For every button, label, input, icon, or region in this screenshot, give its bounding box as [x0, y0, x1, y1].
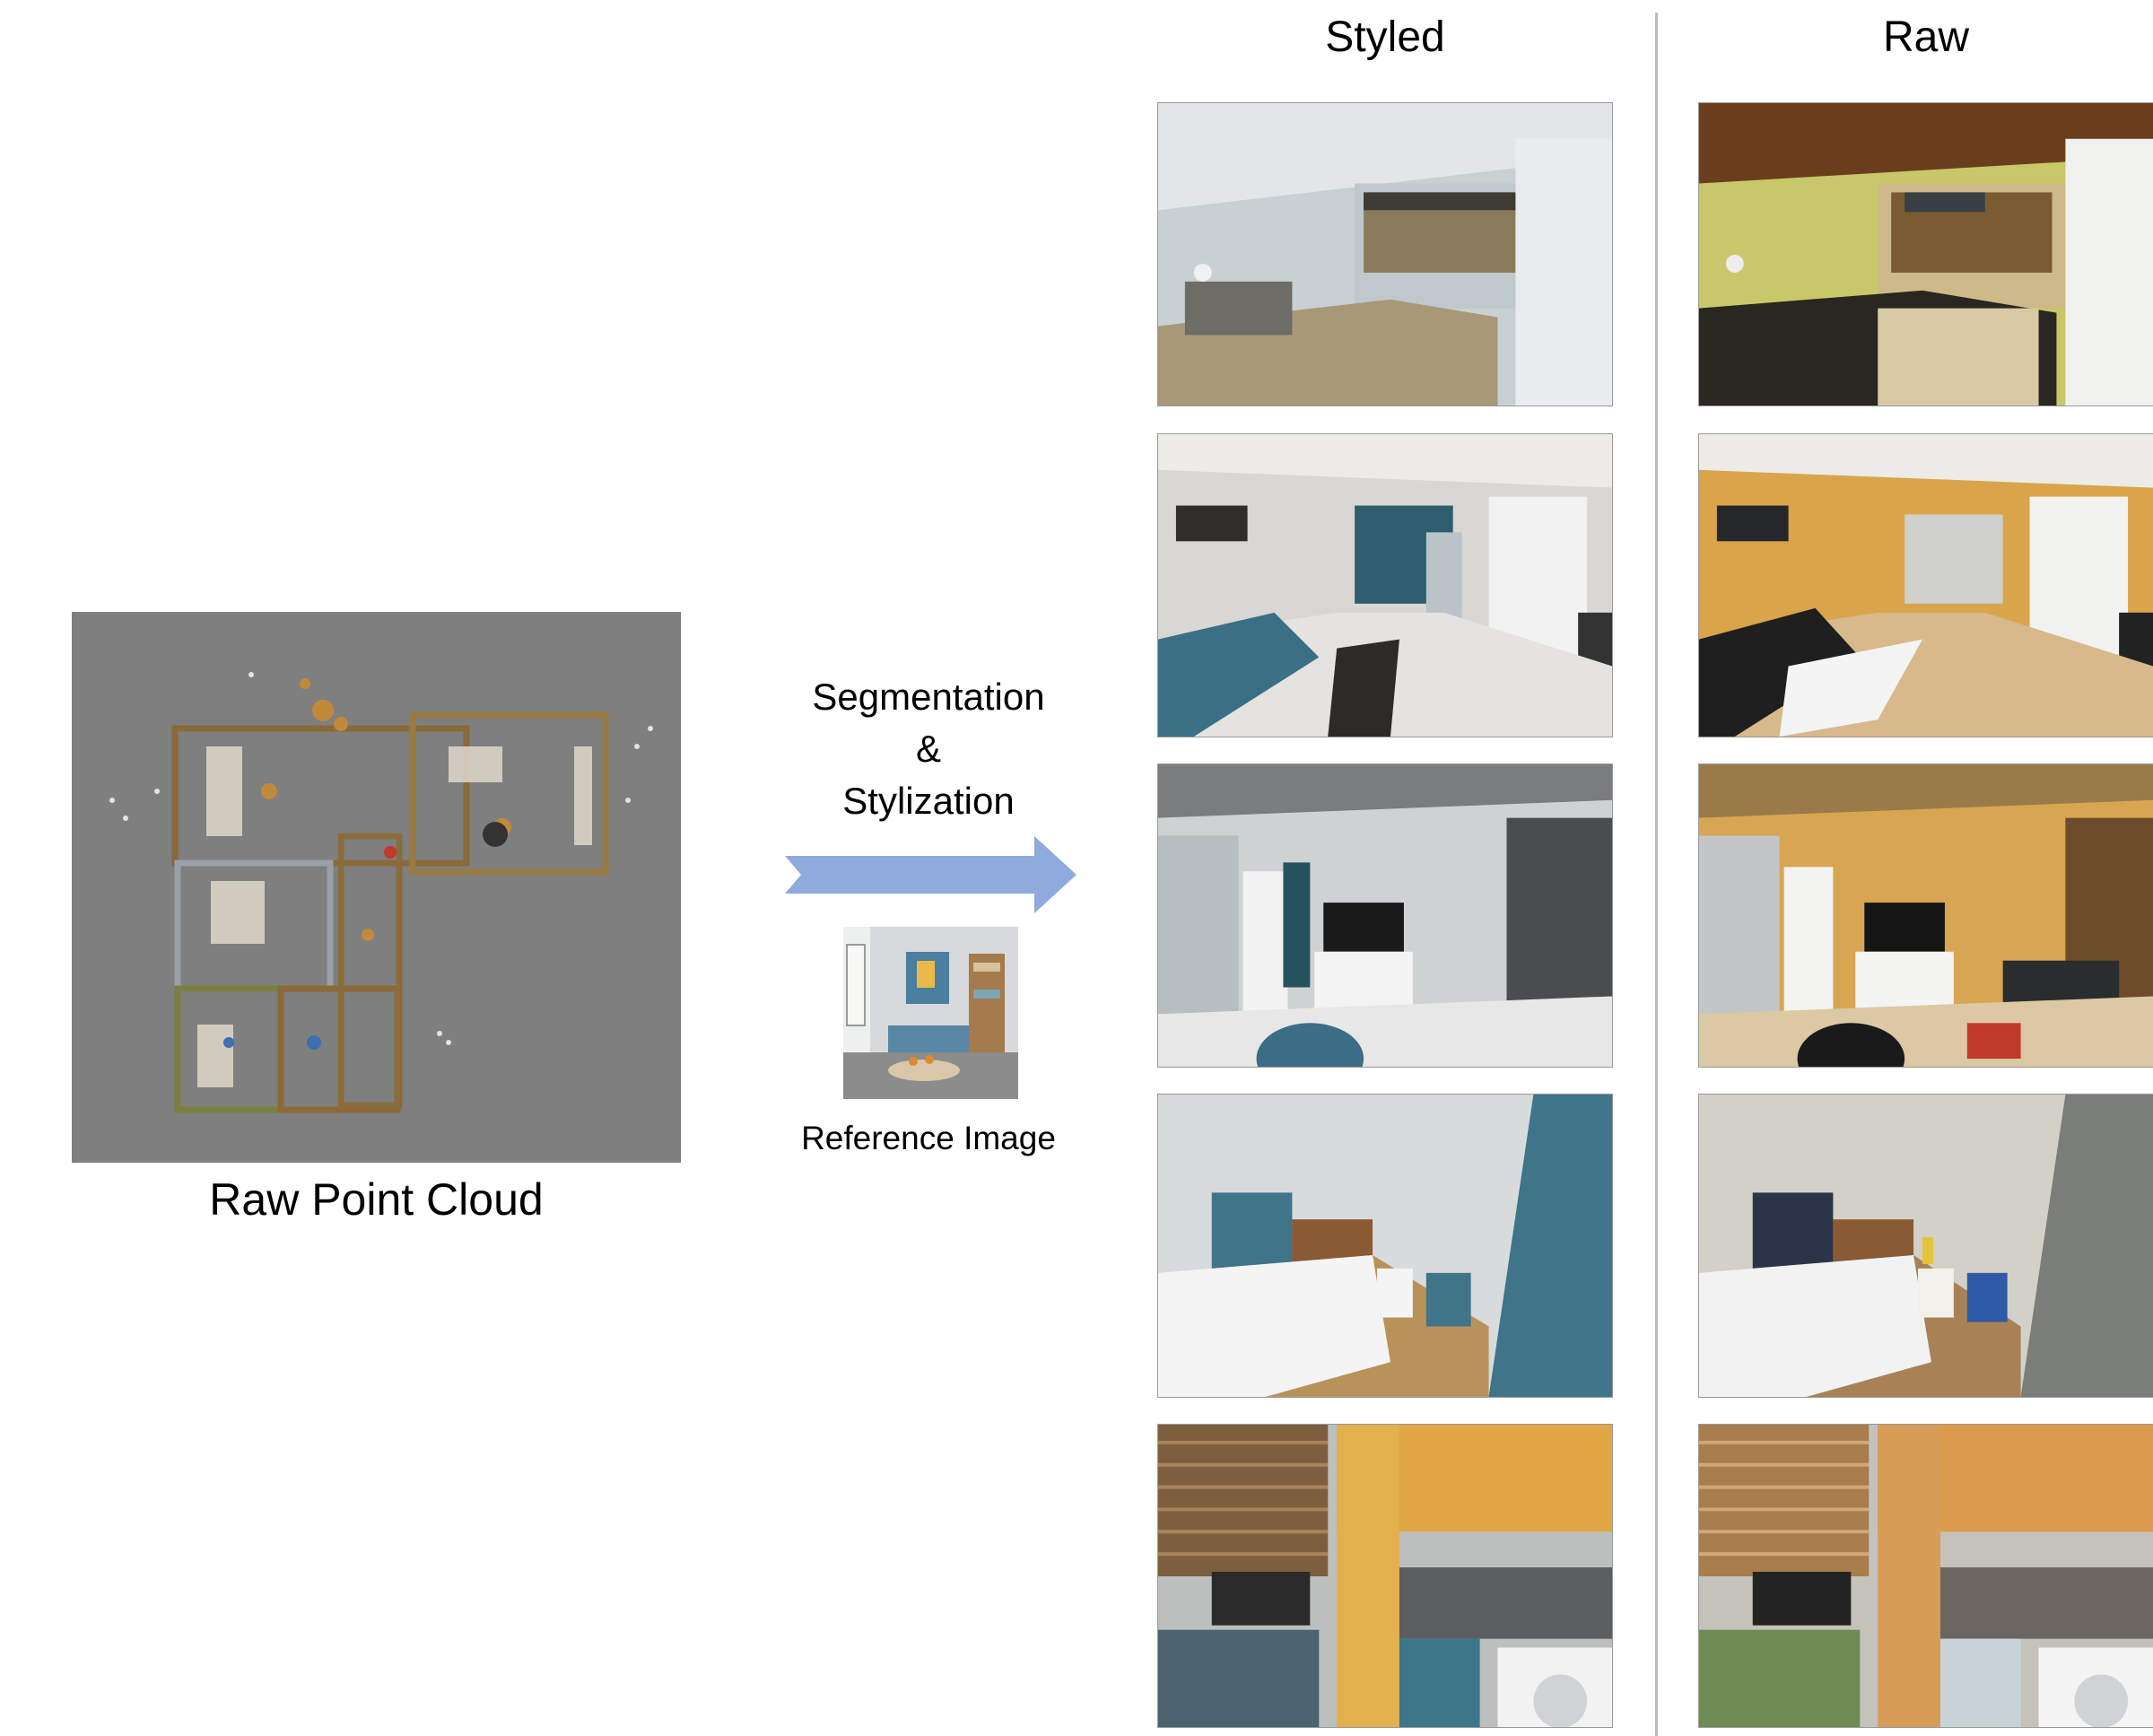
reference-image-label: Reference Image	[801, 1120, 1056, 1156]
styled-render-4	[1157, 1094, 1613, 1398]
styled-render-5	[1157, 1424, 1613, 1728]
point-cloud-image	[72, 612, 681, 1163]
raw-render-4	[1698, 1094, 2153, 1398]
column-header-raw: Raw	[1882, 13, 1970, 61]
styled-render-1	[1157, 102, 1613, 406]
raw-render-5	[1698, 1424, 2153, 1728]
process-line-segmentation: Segmentation	[812, 676, 1045, 718]
raw-render-2	[1698, 433, 2153, 737]
process-arrow-icon	[785, 836, 1076, 913]
process-line-ampersand: &	[915, 728, 941, 770]
styled-render-3	[1157, 763, 1613, 1068]
process-title: Segmentation & Stylization	[749, 671, 1108, 827]
point-cloud-label: Raw Point Cloud	[209, 1174, 544, 1225]
raw-render-1	[1698, 102, 2153, 406]
process-line-stylization: Stylization	[842, 780, 1015, 822]
reference-image	[843, 927, 1018, 1099]
styled-render-2	[1157, 433, 1613, 737]
column-divider	[1655, 13, 1658, 1736]
raw-render-3	[1698, 763, 2153, 1068]
column-header-styled: Styled	[1325, 13, 1445, 61]
